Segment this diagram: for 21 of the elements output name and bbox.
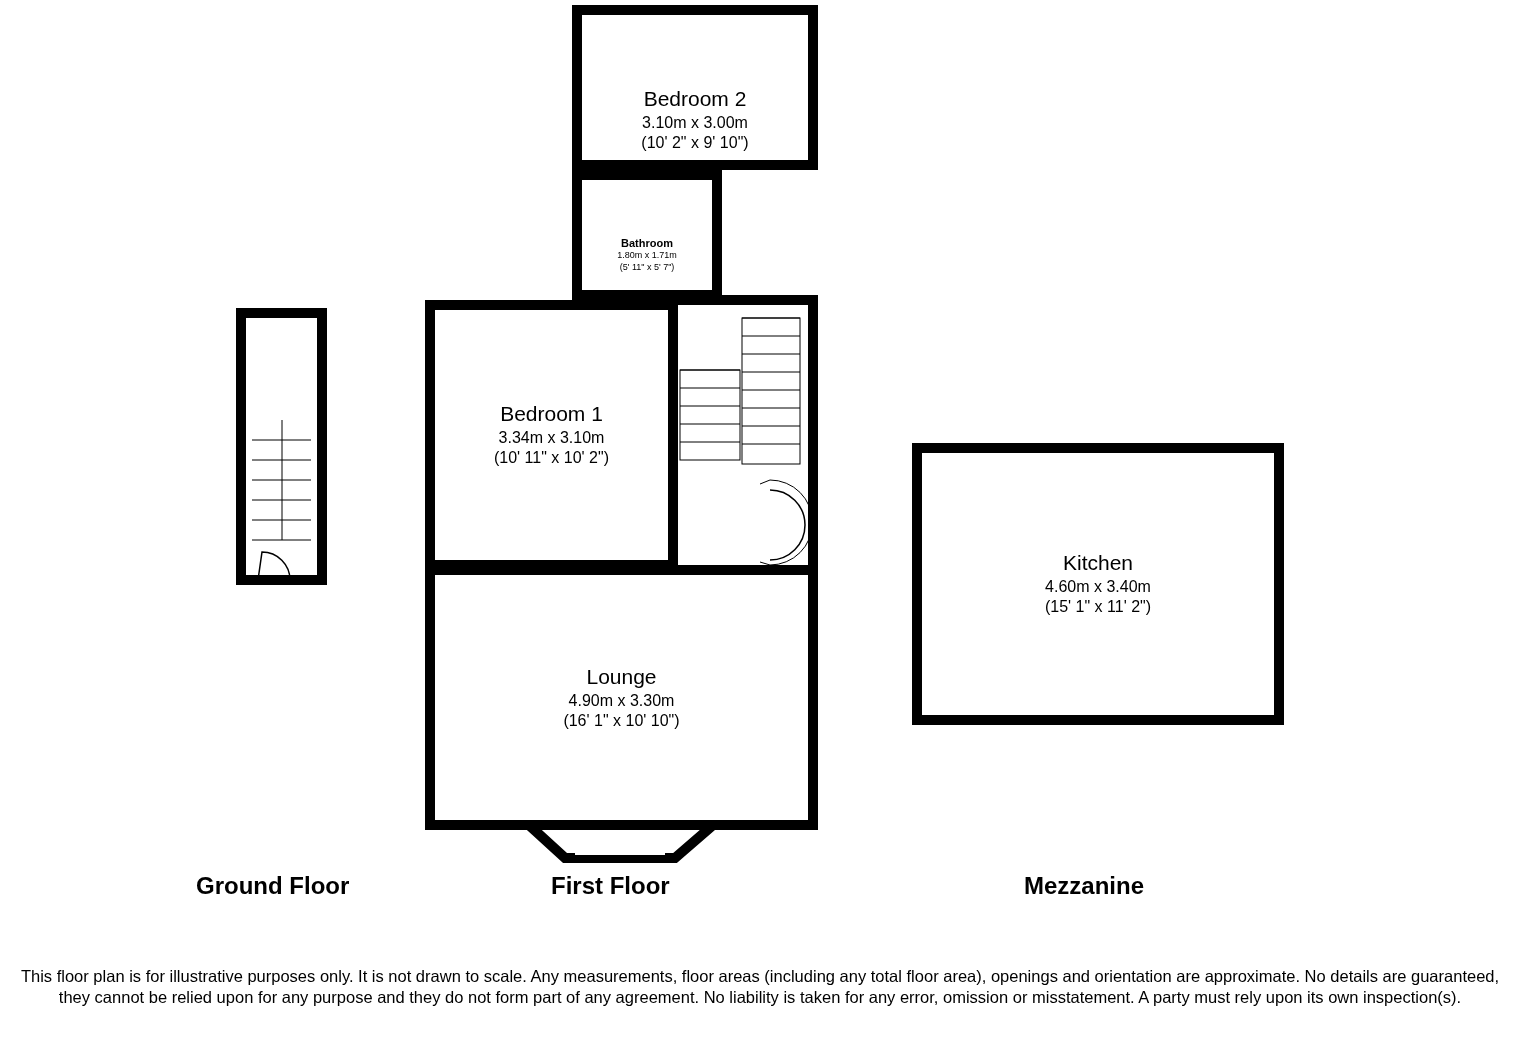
room-dimensions: (15' 1" x 11' 2")	[1044, 597, 1152, 617]
room-name: Kitchen	[1062, 551, 1133, 575]
room-dimensions: (10' 2" x 9' 10")	[641, 133, 749, 153]
room-dimensions: 3.34m x 3.10m	[498, 428, 605, 448]
room-dimensions: 4.90m x 3.30m	[568, 690, 675, 711]
room-dimensions: 1.80m x 1.71m	[617, 249, 677, 261]
floor-title: Mezzanine	[1024, 872, 1145, 900]
room-name: Bedroom 2	[643, 87, 747, 111]
room-dimensions: 3.10m x 3.00m	[642, 113, 748, 133]
disclaimer-text: This floor plan is for illustrative purposes only. It is not drawn to scale. Any measurements, floor areas (including any total floor area), openings and orientation are approximate. No details are guaranteed, they cannot be relied upon for any purpose and they do not form part of any agreement. No liability is taken for any error, omission or misstatement. A party must rely upon its own inspection(s).	[19, 966, 1501, 1008]
floor-title: Ground Floor	[196, 872, 350, 900]
room-dimensions: (16' 1" x 10' 10")	[563, 710, 680, 731]
room-name: Lounge	[586, 664, 657, 689]
floor-title: First Floor	[551, 872, 670, 900]
room-outline	[912, 443, 1284, 725]
room-name: Bathroom	[621, 237, 673, 249]
room-dimensions: 4.60m x 3.40m	[1045, 577, 1151, 597]
room-dimensions: (10' 11" x 10' 2")	[494, 448, 609, 468]
room-name: Bedroom 1	[500, 402, 603, 426]
room-outline	[572, 5, 818, 170]
room-dimensions: (5' 11" x 5' 7")	[619, 261, 675, 273]
